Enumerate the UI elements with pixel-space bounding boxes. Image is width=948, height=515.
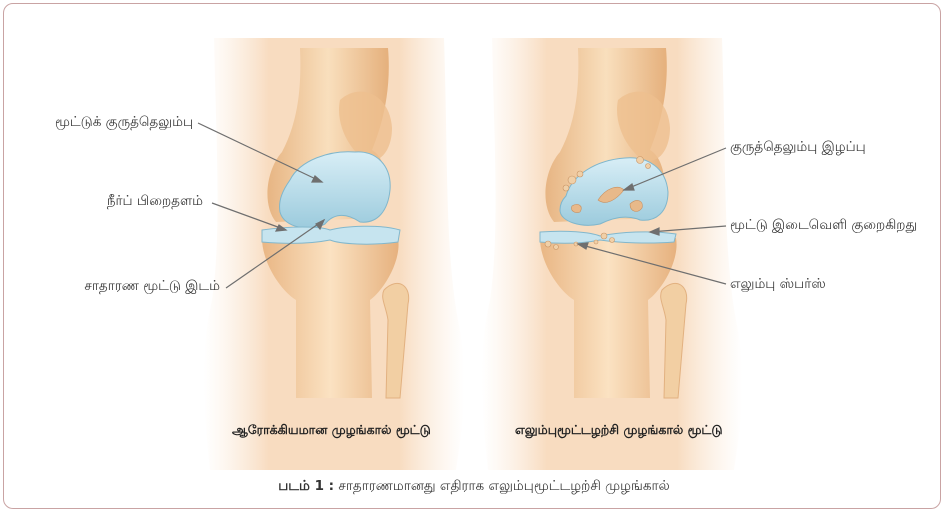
arthritic-knee [482,38,742,470]
healthy-knee [204,38,464,470]
caption-arthritic-knee: எலும்புமூட்டழற்சி முழங்கால் மூட்டு [515,422,723,439]
label-bone-spurs: எலும்பு ஸ்பர்ஸ் [730,276,826,294]
label-joint-space: சாதாரண மூட்டு இடம் [84,278,220,296]
label-meniscus: நீர்ப் பிறைதளம் [107,193,203,211]
label-narrowing: மூட்டு இடைவெளி குறைகிறது [730,217,917,235]
label-cartilage: மூட்டுக் குருத்தெலும்பு [55,114,193,132]
figure-title: சாதாரணமானது எதிராக எலும்புமூட்டழற்சி முழ… [338,478,669,494]
caption-healthy-knee: ஆரோக்கியமான முழங்கால் மூட்டு [232,422,431,439]
figure-number: படம் 1 : [278,478,334,494]
figure-caption: படம் 1 : சாதாரணமானது எதிராக எலும்புமூட்ட… [0,478,948,496]
label-cartilage-loss: குருத்தெலும்பு இழப்பு [730,139,866,157]
